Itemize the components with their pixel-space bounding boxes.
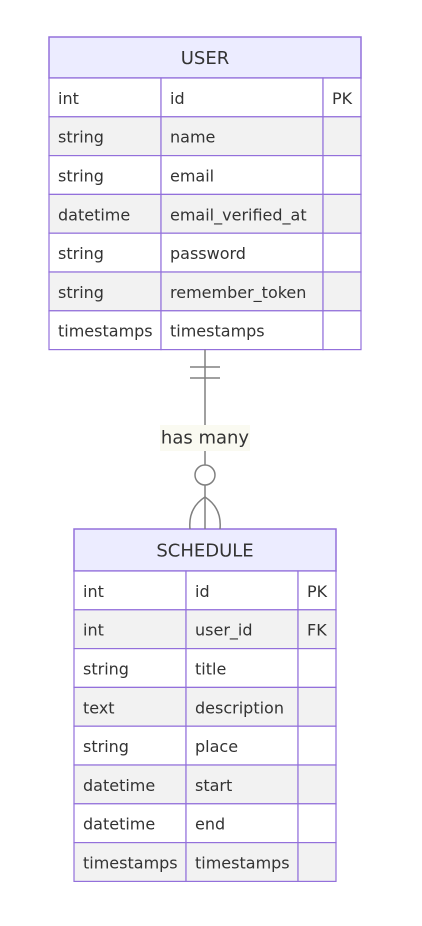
type-cell xyxy=(73,764,187,805)
relationship-label-bg xyxy=(160,425,250,451)
entity-header xyxy=(73,528,337,572)
attribute-name: email xyxy=(170,167,214,186)
attribute-key: PK xyxy=(332,89,353,108)
type-cell xyxy=(48,155,162,196)
key-cell xyxy=(297,570,337,611)
attribute-name: id xyxy=(170,89,185,108)
attribute-row: string name xyxy=(48,116,362,157)
attribute-row: datetime email_verified_at xyxy=(48,193,362,234)
attribute-row: string password xyxy=(48,232,362,273)
key-cell xyxy=(322,193,362,234)
attribute-name: email_verified_at xyxy=(170,205,307,225)
type-cell xyxy=(73,725,187,766)
attribute-type: datetime xyxy=(83,776,155,795)
attribute-type: int xyxy=(83,582,104,601)
attribute-name: password xyxy=(170,244,246,263)
attribute-name: id xyxy=(195,582,210,601)
type-cell xyxy=(73,803,187,844)
attribute-row: string place xyxy=(73,725,337,766)
entity-header xyxy=(48,36,362,79)
attribute-row: timestamps timestamps xyxy=(73,841,337,882)
type-cell xyxy=(48,271,162,312)
key-cell xyxy=(297,686,337,727)
name-cell xyxy=(185,841,299,882)
attribute-type: text xyxy=(83,698,115,717)
relationship-has-many: has many xyxy=(160,349,250,530)
attribute-type: datetime xyxy=(83,815,155,834)
entity-title: USER xyxy=(181,48,229,69)
entity-user: USER int id PK string name string email datetime… xyxy=(48,36,362,351)
attribute-name: timestamps xyxy=(170,322,265,341)
attribute-type: string xyxy=(58,283,104,302)
key-cell xyxy=(297,647,337,688)
entity-schedule: SCHEDULE int id PK int user_id FK string title te… xyxy=(73,528,337,882)
attribute-type: string xyxy=(58,128,104,147)
key-cell xyxy=(297,803,337,844)
attribute-name: user_id xyxy=(195,621,253,641)
attribute-row: string remember_token xyxy=(48,271,362,312)
attribute-row: int id PK xyxy=(73,570,337,611)
attribute-type: timestamps xyxy=(58,322,153,341)
attribute-type: datetime xyxy=(58,205,130,224)
attribute-row: string email xyxy=(48,155,362,196)
attribute-type: int xyxy=(83,621,104,640)
attribute-name: title xyxy=(195,660,226,679)
key-cell xyxy=(297,609,337,650)
name-cell xyxy=(185,570,299,611)
type-cell xyxy=(48,77,162,118)
name-cell xyxy=(160,77,324,118)
entity-title: SCHEDULE xyxy=(156,541,253,562)
attribute-row: int id PK xyxy=(48,77,362,118)
type-cell xyxy=(48,310,162,351)
attribute-name: name xyxy=(170,128,215,147)
key-cell xyxy=(322,271,362,312)
relationship-label: has many xyxy=(161,428,250,449)
type-cell xyxy=(48,193,162,234)
key-cell xyxy=(297,725,337,766)
type-cell xyxy=(48,232,162,273)
attribute-type: string xyxy=(58,167,104,186)
attribute-type: timestamps xyxy=(83,854,178,873)
key-cell xyxy=(297,841,337,882)
type-cell xyxy=(73,570,187,611)
attribute-row: timestamps timestamps xyxy=(48,310,362,351)
attribute-row: int user_id FK xyxy=(73,609,337,650)
type-cell xyxy=(73,609,187,650)
attribute-type: string xyxy=(83,737,129,756)
type-cell xyxy=(73,647,187,688)
cardinality-zero-or-many-marker xyxy=(189,464,221,530)
name-cell xyxy=(185,725,299,766)
attribute-key: FK xyxy=(307,621,327,640)
attribute-name: timestamps xyxy=(195,854,290,873)
attribute-name: start xyxy=(195,776,232,795)
attribute-name: remember_token xyxy=(170,283,306,303)
attribute-key: PK xyxy=(307,582,328,601)
key-cell xyxy=(322,310,362,351)
attribute-row: datetime start xyxy=(73,764,337,805)
attribute-type: string xyxy=(83,660,129,679)
attribute-name: place xyxy=(195,737,238,756)
cardinality-one-marker xyxy=(190,366,220,379)
key-cell xyxy=(297,764,337,805)
attribute-row: text description xyxy=(73,686,337,727)
name-cell xyxy=(185,609,299,650)
attribute-row: datetime end xyxy=(73,803,337,844)
attribute-type: int xyxy=(58,89,79,108)
attribute-name: description xyxy=(195,698,284,717)
attribute-row: string title xyxy=(73,647,337,688)
key-cell xyxy=(322,116,362,157)
key-cell xyxy=(322,232,362,273)
key-cell xyxy=(322,155,362,196)
attribute-type: string xyxy=(58,244,104,263)
attribute-name: end xyxy=(195,815,225,834)
